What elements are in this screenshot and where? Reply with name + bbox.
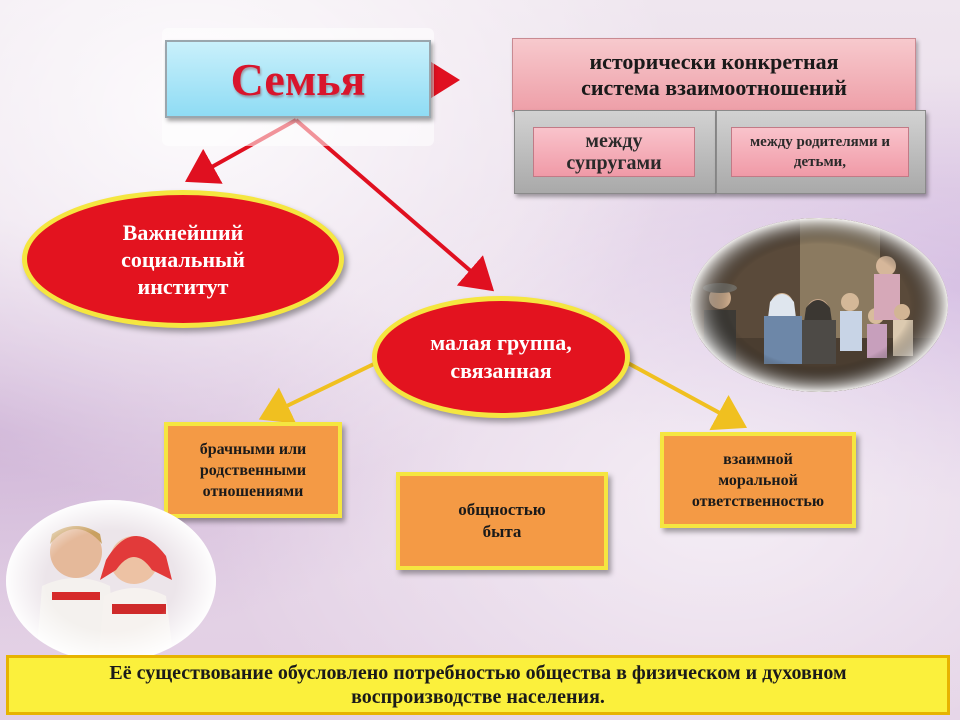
institution-line2: социальный [121,246,245,272]
title-box: Семья [165,40,431,118]
moral-box: взаимной моральной ответственностью [660,432,856,528]
couple-photo-illustration [6,500,216,662]
definition-line1: исторически конкретная [589,49,839,74]
household-box: общностью быта [396,472,608,570]
institution-ellipse: Важнейший социальный институт [22,190,344,328]
arrow-group-to-marriage [258,360,379,424]
parents-box: между родителями и детьми, [731,127,909,177]
marriage-box: брачными или родственными отношениями [164,422,342,518]
definition-line2: система взаимоотношений [581,75,847,100]
household-line1: общностью [458,500,546,519]
spouses-frame: между супругами [514,110,716,194]
moral-line1: взаимной [723,450,793,468]
couple-photo [6,500,216,662]
small-group-ellipse: малая группа, связанная [372,296,630,418]
family-photo-illustration [690,218,948,392]
arrow-title-to-small-group [294,118,495,292]
small-group-line1: малая группа, [430,330,572,355]
footer-line2: воспроизводстве населения. [351,686,605,708]
parents-line2: детьми, [793,154,847,170]
parents-frame: между родителями и детьми, [716,110,926,194]
marriage-line3: отношениями [202,482,304,500]
footer-line1: Её существование обусловлено потребность… [109,662,847,684]
definition-text: исторически конкретная система взаимоотн… [581,49,847,101]
definition-box: исторически конкретная система взаимоотн… [512,38,916,112]
moral-line2: моральной [718,471,798,489]
family-photo [690,218,948,392]
spouses-box: между супругами [533,127,695,177]
institution-line1: Важнейший [122,219,244,245]
institution-line3: институт [137,273,229,299]
title-text: Семья [230,53,366,105]
small-group-line2: связанная [450,358,552,383]
marriage-line1: брачными или [199,440,307,458]
marriage-line2: родственными [199,461,307,479]
spouses-line1: между [585,130,643,152]
arrow-group-to-moral [625,360,748,431]
spouses-line2: супругами [566,152,662,174]
moral-line3: ответственностью [691,492,825,510]
household-line2: быта [482,522,522,541]
parents-line1: между родителями и [749,134,891,150]
footer-bar: Её существование обусловлено потребность… [6,655,950,715]
